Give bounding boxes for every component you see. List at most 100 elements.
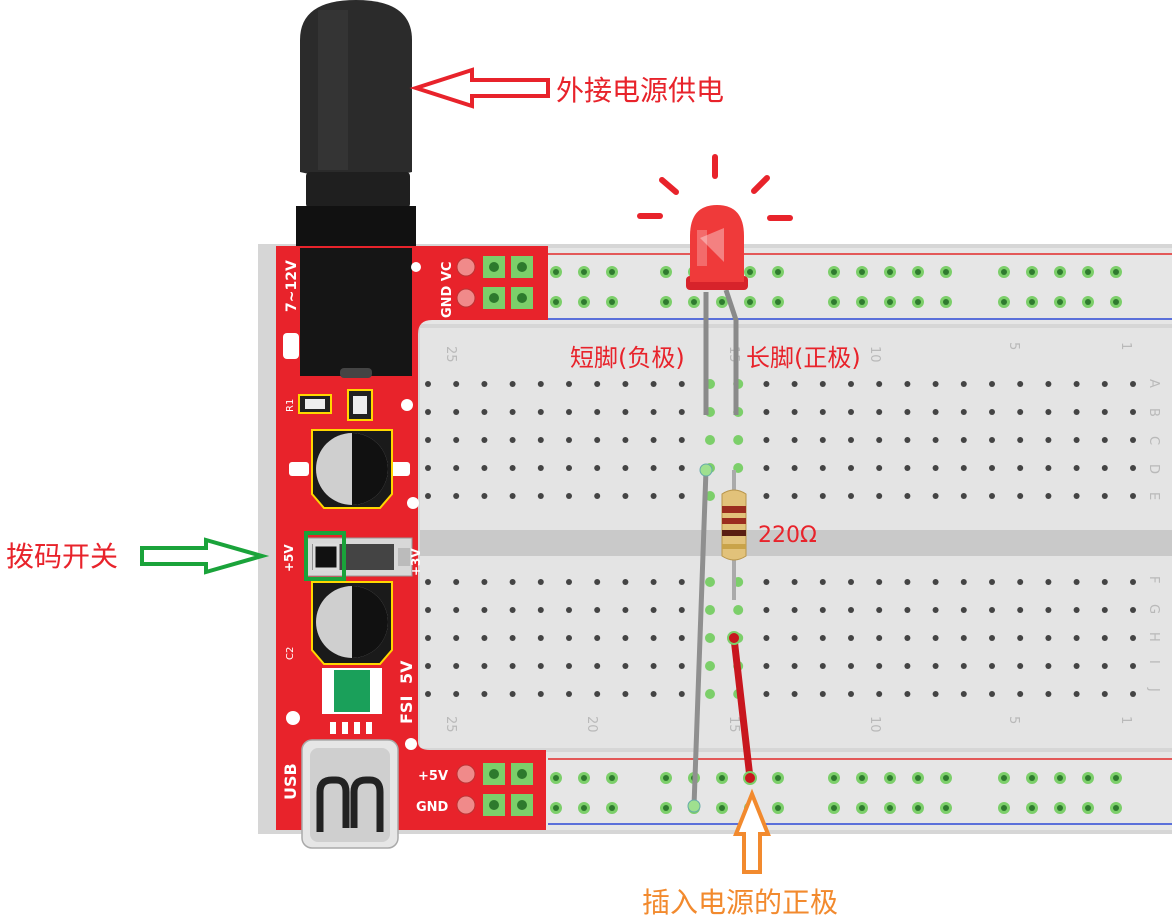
breadboard-hole — [932, 409, 939, 415]
breadboard-hole — [537, 635, 544, 641]
breadboard-hole — [481, 409, 488, 415]
breadboard-hole — [848, 691, 854, 697]
breadboard-hole — [1130, 437, 1136, 443]
breadboard-hole — [989, 663, 995, 669]
breadboard-hole — [932, 635, 939, 641]
breadboard-hole — [1101, 409, 1108, 415]
rail-hole-center — [887, 269, 893, 275]
breadboard-hole — [566, 381, 572, 387]
rail-hole-center — [1001, 775, 1007, 781]
breadboard-hole — [650, 579, 657, 585]
breadboard-hole — [453, 493, 460, 499]
rail-hole-center — [859, 775, 865, 781]
rail-hole-center — [943, 805, 949, 811]
breadboard-hole — [481, 437, 488, 443]
breadboard-hole — [509, 381, 516, 387]
breadboard-hole — [960, 607, 967, 613]
breadboard-hole — [960, 381, 967, 387]
switch-knob[interactable] — [312, 543, 340, 571]
breadboard-hole — [453, 381, 460, 387]
rail-hole-center — [859, 805, 865, 811]
breadboard-hole — [481, 663, 488, 669]
breadboard-hole — [481, 579, 488, 585]
breadboard-hole — [509, 663, 516, 669]
header-pins-bottom — [456, 763, 533, 816]
breadboard-hole — [989, 409, 995, 415]
rail-hole-center — [1057, 299, 1063, 305]
breadboard-hole — [481, 381, 488, 387]
breadboard-hole — [650, 607, 657, 613]
rail-hole-center — [719, 775, 725, 781]
label-switch-plus3v: +3V — [409, 548, 423, 576]
breadboard-hole — [763, 465, 770, 471]
rail-hole-center — [943, 775, 949, 781]
breadboard-hole — [876, 409, 883, 415]
breadboard-hole — [650, 635, 657, 641]
breadboard-hole — [705, 605, 715, 615]
breadboard-hole — [1073, 437, 1080, 443]
breadboard-hole — [848, 437, 854, 443]
breadboard-hole — [932, 493, 939, 499]
rail-hole-center — [859, 269, 865, 275]
breadboard-hole — [622, 635, 629, 641]
breadboard-hole — [763, 691, 770, 697]
breadboard-hole — [1101, 691, 1108, 697]
resistor-220 — [721, 470, 747, 600]
breadboard-hole — [1130, 493, 1136, 499]
breadboard-hole — [678, 465, 685, 471]
usb-pins — [330, 722, 372, 734]
breadboard-hole — [932, 579, 939, 585]
rail-hole-center — [581, 299, 587, 305]
breadboard-hole — [763, 409, 770, 415]
breadboard-hole — [932, 663, 939, 669]
row-letter-j: J — [1146, 687, 1161, 692]
breadboard-hole — [509, 579, 516, 585]
label-c2: C2 — [285, 647, 296, 660]
breadboard-hole — [960, 663, 967, 669]
breadboard-hole — [960, 691, 967, 697]
breadboard-hole — [819, 381, 826, 387]
breadboard-hole — [1045, 465, 1052, 471]
rail-hole-center — [1113, 775, 1119, 781]
breadboard-hole — [989, 607, 995, 613]
breadboard-hole — [791, 607, 798, 613]
breadboard-hole — [1130, 465, 1136, 471]
breadboard-hole — [819, 663, 826, 669]
breadboard-hole — [705, 435, 715, 445]
breadboard-hole — [566, 607, 572, 613]
rail-hole-center — [831, 775, 837, 781]
rail-hole-center — [1057, 805, 1063, 811]
breadboard-hole — [848, 607, 854, 613]
center-channel — [420, 530, 1172, 556]
breadboard-hole — [932, 465, 939, 471]
breadboard-hole — [537, 607, 544, 613]
label-external-power: 外接电源供电 — [556, 74, 724, 107]
breadboard-hole — [509, 493, 516, 499]
breadboard-hole — [566, 465, 572, 471]
breadboard-hole — [763, 607, 770, 613]
breadboard-hole — [453, 663, 460, 669]
breadboard-hole — [594, 437, 601, 443]
breadboard-hole — [819, 409, 826, 415]
power-supply-module: 7~12V GND VC R1 C2 +5V +3V 5V FSI USB +5… — [276, 246, 548, 849]
breadboard-hole — [453, 465, 460, 471]
breadboard-hole — [1017, 437, 1024, 443]
dip-switch[interactable] — [305, 537, 413, 577]
rail-hole-center — [553, 805, 559, 811]
label-dip-switch: 拨码开关 — [6, 540, 118, 573]
label-gnd-vc: GND VC — [440, 262, 455, 318]
breadboard-hole — [1101, 663, 1108, 669]
breadboard-hole — [1017, 381, 1024, 387]
breadboard-hole — [904, 607, 911, 613]
label-resistor-value: 220Ω — [758, 523, 817, 548]
breadboard-hole — [876, 607, 883, 613]
rail-hole-center — [1029, 775, 1035, 781]
breadboard-hole — [904, 635, 911, 641]
breadboard-hole — [989, 437, 995, 443]
usb-c-connector — [301, 739, 399, 849]
breadboard-hole — [705, 661, 715, 671]
breadboard-hole — [566, 579, 572, 585]
breadboard-hole — [650, 691, 657, 697]
breadboard-hole — [1073, 381, 1080, 387]
